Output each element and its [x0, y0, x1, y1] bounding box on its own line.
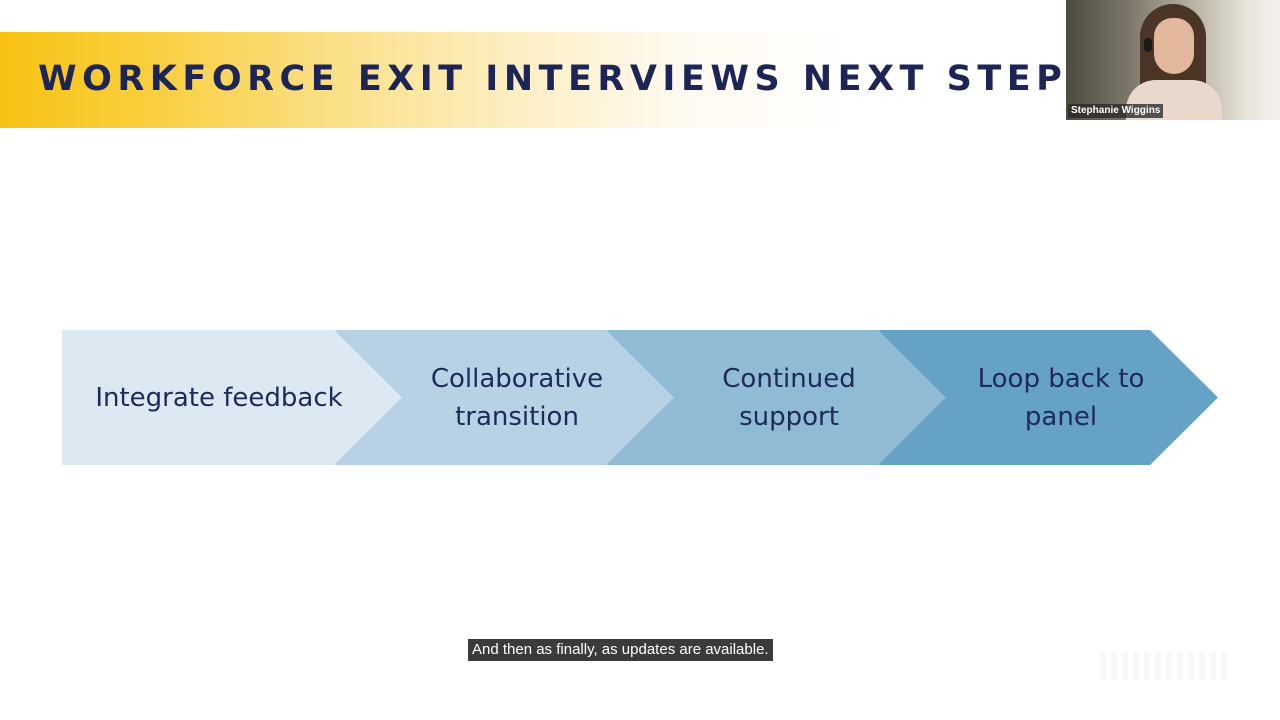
participant-video-tile[interactable]: Stephanie Wiggins — [1066, 0, 1280, 120]
process-step-label: Continued support — [722, 363, 856, 432]
slide-title: WORKFORCE EXIT INTERVIEWS NEXT STEPS — [38, 59, 1098, 99]
process-step-label: Integrate feedback — [95, 382, 343, 413]
participant-face — [1154, 18, 1194, 74]
process-step-label: Collaborative transition — [430, 363, 604, 432]
process-step-integrate-feedback: Integrate feedback — [62, 330, 402, 465]
headset-icon — [1144, 38, 1152, 52]
participant-name-tag: Stephanie Wiggins — [1068, 104, 1164, 118]
watermark-logo — [1100, 652, 1230, 680]
title-banner — [0, 32, 1066, 128]
process-step-label: Loop back to panel — [977, 363, 1145, 432]
live-caption: And then as finally, as updates are avai… — [468, 639, 773, 661]
